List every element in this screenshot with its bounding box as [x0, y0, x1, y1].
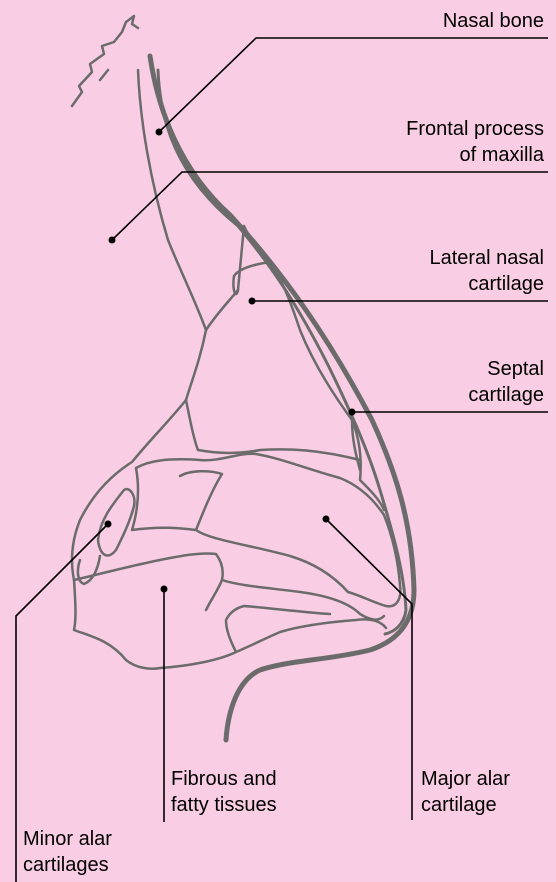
label-minor-alar-line1: Minor alar — [23, 826, 112, 852]
nostril-outline — [160, 606, 386, 668]
label-fibrous-tissues: Fibrous and fatty tissues — [171, 766, 277, 818]
dot-major-alar — [323, 516, 330, 523]
dot-frontal-process — [109, 237, 116, 244]
label-lateral-cartilage-line2: cartilage — [429, 271, 544, 297]
label-nasal-bone-line1: Nasal bone — [443, 8, 544, 34]
dot-nasal-bone — [156, 129, 163, 136]
torn-edge — [72, 16, 138, 106]
ala-contour — [72, 400, 186, 669]
label-septal-cartilage-line1: Septal — [468, 356, 544, 382]
leader-frontal-process — [112, 172, 548, 240]
dot-lateral-cartilage — [249, 298, 256, 305]
leader-dots — [105, 129, 356, 593]
minor-alar-outline — [78, 489, 134, 584]
label-frontal-process-line2: of maxilla — [406, 142, 544, 168]
label-lateral-cartilage: Lateral nasal cartilage — [429, 245, 544, 297]
dot-septal-cartilage — [349, 409, 356, 416]
dot-fibrous-tissues — [161, 586, 168, 593]
label-minor-alar-line2: cartilages — [23, 852, 112, 878]
label-fibrous-tissues-line1: Fibrous and — [171, 766, 277, 792]
label-major-alar-line2: cartilage — [421, 792, 510, 818]
lateral-cartilage-outline — [233, 226, 360, 470]
label-septal-cartilage-line2: cartilage — [468, 382, 544, 408]
label-septal-cartilage: Septal cartilage — [468, 356, 544, 408]
label-frontal-process-line1: Frontal process — [406, 116, 544, 142]
label-fibrous-tissues-line2: fatty tissues — [171, 792, 277, 818]
nasal-dorsum — [150, 56, 414, 740]
frontal-process-boundary — [206, 226, 244, 330]
label-nasal-bone: Nasal bone — [443, 8, 544, 34]
dot-minor-alar — [105, 521, 112, 528]
label-major-alar: Major alar cartilage — [421, 766, 510, 818]
label-lateral-cartilage-line1: Lateral nasal — [429, 245, 544, 271]
label-major-alar-line1: Major alar — [421, 766, 510, 792]
nasal-bone-edge — [138, 70, 206, 330]
cartilage-edge — [158, 70, 406, 634]
label-frontal-process: Frontal process of maxilla — [406, 116, 544, 168]
fibrous-tissue-outline — [74, 553, 384, 619]
nose-outline — [72, 16, 414, 740]
label-minor-alar: Minor alar cartilages — [23, 826, 112, 878]
